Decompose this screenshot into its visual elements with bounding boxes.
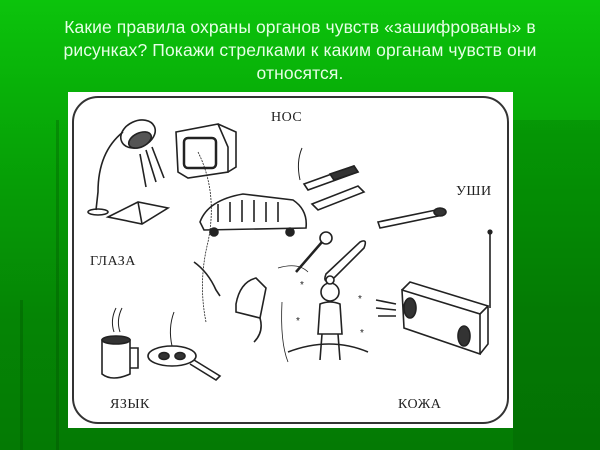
svg-text:*: *: [360, 328, 364, 339]
bg-stripe: [20, 300, 23, 450]
worksheet-frame: [72, 96, 509, 424]
bg-stripe: [56, 120, 59, 450]
bg-stripe: [513, 120, 600, 450]
match-icon: [376, 207, 447, 229]
svg-text:*: *: [296, 316, 300, 327]
label-eyes: ГЛАЗА: [90, 254, 136, 269]
television-icon: [175, 123, 237, 179]
screw-icon: [295, 231, 333, 273]
hot-cup-icon: [101, 307, 139, 379]
freezing-child-icon: * * * *: [287, 275, 369, 361]
svg-text:*: *: [358, 294, 362, 305]
bus-icon: [199, 193, 308, 237]
hand-and-iron-icon: [193, 261, 267, 343]
cassette-player-icon: [375, 229, 493, 356]
frying-pan-icon: [147, 311, 222, 382]
worksheet-image: НОС УШИ ГЛАЗА ЯЗЫК КОЖА: [68, 92, 513, 428]
lamp-and-book-icon: [87, 119, 171, 225]
svg-text:*: *: [300, 280, 304, 291]
label-tongue: ЯЗЫК: [110, 397, 150, 412]
label-skin: КОЖА: [398, 397, 442, 412]
label-nose: НОС: [271, 110, 303, 125]
cigarettes-icon: [297, 147, 366, 211]
safety-pin-icon: [324, 240, 367, 282]
slide-title: Какие правила охраны органов чувств «заш…: [63, 17, 537, 83]
label-ears: УШИ: [456, 184, 492, 199]
